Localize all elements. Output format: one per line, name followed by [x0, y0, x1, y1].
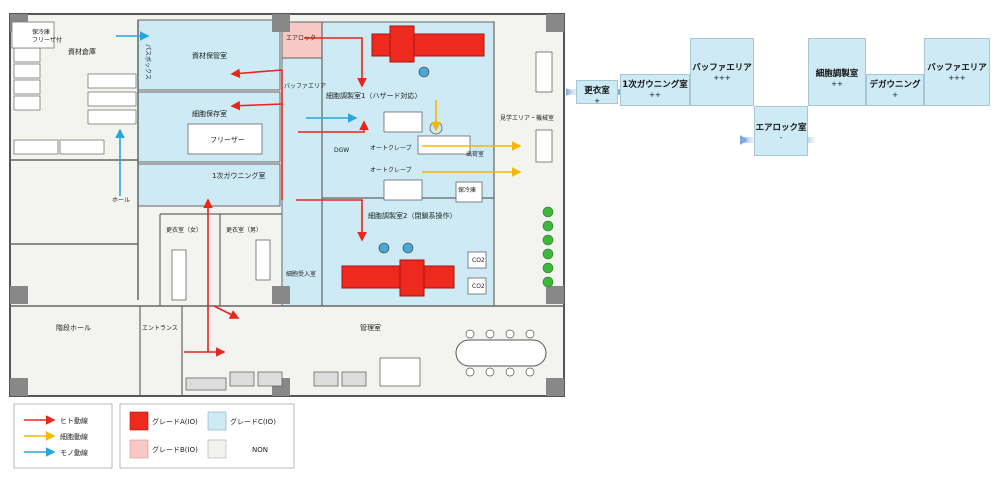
- label-cell-prep-1: 細胞調製室1（ハザード対応）: [326, 91, 421, 100]
- label-pass-box: パスボックス: [144, 44, 152, 80]
- pillar: [10, 378, 28, 396]
- label-cell-storage: 細胞保存室: [192, 109, 227, 118]
- material-storage-area: [137, 19, 281, 91]
- label-changing-m: 更衣室（男）: [226, 226, 262, 234]
- pressure-box-changing: 更衣室 +: [576, 80, 618, 105]
- clean-zone-area: [281, 21, 495, 307]
- pillar: [272, 14, 290, 32]
- pressure-box-value: +++: [713, 74, 731, 82]
- pressure-box-buffer-1: バッファエリア +++: [690, 38, 754, 106]
- grade-a-equipment-1: [371, 25, 485, 63]
- label-co2-2: CO2: [472, 283, 485, 290]
- legend-grade-b: グレードB(IO): [152, 445, 198, 454]
- label-dgw: DGW: [334, 147, 349, 154]
- gowning-1-area: [137, 163, 281, 207]
- label-changing-f: 更衣室（女）: [166, 226, 202, 234]
- pressure-box-title: バッファエリア: [692, 63, 752, 73]
- pillar: [272, 286, 290, 304]
- pressure-box-title: バッファエリア: [927, 63, 987, 73]
- legend-grade-c: グレードC(IO): [230, 417, 276, 426]
- viewing-area-seats: [542, 206, 554, 288]
- cell-flow: [422, 100, 522, 177]
- pillar: [10, 286, 28, 304]
- pillar: [546, 378, 564, 396]
- label-air-lock: エアロック: [286, 35, 316, 42]
- label-shipping-room: 出荷室: [466, 150, 484, 158]
- pillar: [546, 14, 564, 32]
- label-buffer-area: バッファエリア: [284, 83, 326, 90]
- label-cell-prep-2: 細胞調製室2（閉鎖系操作）: [368, 211, 456, 220]
- legend-grade-a: グレードA(IO): [152, 417, 198, 426]
- material-flow: [115, 31, 358, 196]
- pressure-box-title: エアロック室: [755, 123, 807, 133]
- pressure-box-value: +: [594, 97, 600, 105]
- pressure-box-value: ++: [649, 91, 661, 99]
- label-cold-storage: 保冷庫: [32, 28, 50, 36]
- pressure-box-gowning-1: 1次ガウニング室 ++: [620, 74, 690, 106]
- warehouse-shelves: [11, 21, 137, 155]
- pressure-box-value: +: [892, 91, 898, 99]
- label-gowning-1: 1次ガウニング室: [212, 171, 265, 180]
- pressure-box-title: デガウニング: [869, 80, 921, 90]
- label-cell-receiving: 細胞受入室: [286, 270, 316, 278]
- label-co2-1: CO2: [472, 257, 485, 264]
- pillar: [546, 286, 564, 304]
- legend-cell-flow: 細胞動線: [60, 432, 88, 441]
- facility-floor-plan: 保冷庫 フリーザ付 資材倉庫 パスボックス 資材保管室 エアロック バッファエリ…: [9, 13, 565, 469]
- pressure-box-air-lock: エアロック室 -: [754, 106, 808, 156]
- label-freezer-with: フリーザ付: [32, 36, 62, 44]
- label-autoclave-2: オートクレーブ: [370, 166, 412, 174]
- label-hall: ホール: [112, 197, 130, 204]
- label-stair-hall: 階段ホール: [56, 323, 91, 332]
- people-flow: [184, 37, 369, 357]
- label-material-warehouse: 資材倉庫: [68, 47, 96, 56]
- pressure-box-title: 1次ガウニング室: [622, 80, 688, 90]
- label-material-storage: 資材保管室: [192, 51, 227, 60]
- pressure-box-cell-prep: 細胞調製室 ++: [808, 38, 866, 106]
- label-management: 管理室: [360, 323, 381, 332]
- grade-a-equipment-2: [341, 259, 455, 297]
- label-entrance: エントランス: [142, 325, 178, 332]
- meeting-table: [455, 339, 547, 367]
- label-cold-storage-2: 保冷庫: [458, 186, 476, 194]
- pressure-box-degowning: デガウニング +: [866, 74, 924, 106]
- label-freezer: フリーザー: [210, 136, 245, 144]
- legend-people-flow: ヒト動線: [60, 416, 88, 425]
- label-autoclave-1: オートクレーブ: [370, 144, 412, 152]
- grade-legend: [119, 403, 295, 469]
- label-viewing-area: 見学エリア・機械室: [500, 114, 554, 122]
- pressure-box-value: +++: [948, 74, 966, 82]
- pressure-box-title: 更衣室: [584, 86, 610, 96]
- legend-non: NON: [252, 446, 268, 454]
- pressure-box-value: -: [779, 134, 783, 142]
- pressure-box-title: 細胞調製室: [815, 69, 859, 79]
- pressure-box-value: ++: [831, 80, 843, 88]
- pressure-box-buffer-2: バッファエリア +++: [924, 38, 990, 106]
- legend-material-flow: モノ動線: [60, 448, 88, 457]
